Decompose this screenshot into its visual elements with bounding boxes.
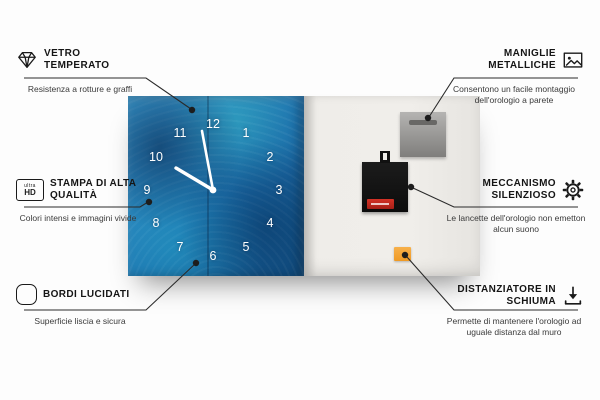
gear-icon xyxy=(562,179,584,201)
callout-title: DISTANZIATORE IN SCHIUMA xyxy=(457,284,556,307)
clock-numeral: 1 xyxy=(242,126,250,140)
metal-hanger-plate xyxy=(400,112,446,157)
clock-numeral: 11 xyxy=(173,126,187,140)
clock-numeral: 5 xyxy=(242,240,250,254)
clock-numeral: 8 xyxy=(152,216,160,230)
callout-description: Resistenza a rotture e graffi xyxy=(27,84,133,94)
clock-numeral: 2 xyxy=(266,150,274,164)
callout-description: Consentono un facile montaggio dell'orol… xyxy=(453,84,575,106)
callout-vetro-temperato: VETRO TEMPERATO xyxy=(16,48,148,72)
callout-bordi-lucidati: BORDI LUCIDATI xyxy=(16,284,148,305)
rounded-edge-icon xyxy=(16,284,37,305)
callout-description: Permette di mantenere l'orologio ad ugua… xyxy=(446,316,582,338)
callout-title: MANIGLIE METALLICHE xyxy=(488,48,556,71)
clock-numeral: 7 xyxy=(176,240,184,254)
callout-stampa-alta-qualita: ultra HD STAMPA DI ALTA QUALITÀ xyxy=(16,178,148,202)
hanger-slot xyxy=(409,120,437,125)
callout-distanziatore-schiuma: DISTANZIATORE IN SCHIUMA xyxy=(452,284,584,308)
clock-numeral: 4 xyxy=(266,216,274,230)
clock-front-panel xyxy=(128,96,304,276)
picture-frame-icon xyxy=(562,49,584,71)
foam-spacer xyxy=(394,247,411,261)
callout-title: VETRO TEMPERATO xyxy=(44,48,110,71)
mechanism-hook xyxy=(380,151,390,163)
ultra-hd-icon: ultra HD xyxy=(16,179,44,201)
callout-maniglie-metalliche: MANIGLIE METALLICHE xyxy=(452,48,584,72)
callout-title: BORDI LUCIDATI xyxy=(43,288,130,300)
clock-product xyxy=(128,96,480,276)
clock-mechanism xyxy=(362,151,408,212)
callout-title: MECCANISMO SILENZIOSO xyxy=(482,178,556,201)
callout-description: Colori intensi e immagini vivide xyxy=(19,213,137,223)
arrow-down-icon xyxy=(562,285,584,307)
diamond-icon xyxy=(16,49,38,71)
clock-back-panel xyxy=(304,96,480,276)
clock-numeral: 6 xyxy=(209,249,217,263)
battery xyxy=(367,199,394,209)
clock-numeral: 9 xyxy=(143,183,151,197)
callout-title: STAMPA DI ALTA QUALITÀ xyxy=(50,178,136,201)
callout-description: Superficie liscia e sicura xyxy=(34,316,126,326)
callout-meccanismo-silenzioso: MECCANISMO SILENZIOSO xyxy=(452,178,584,202)
clock-numeral: 10 xyxy=(149,150,163,164)
clock-numeral: 12 xyxy=(206,117,220,131)
callout-description: Le lancette dell'orologio non emetton al… xyxy=(446,213,586,235)
clock-numeral: 3 xyxy=(275,183,283,197)
